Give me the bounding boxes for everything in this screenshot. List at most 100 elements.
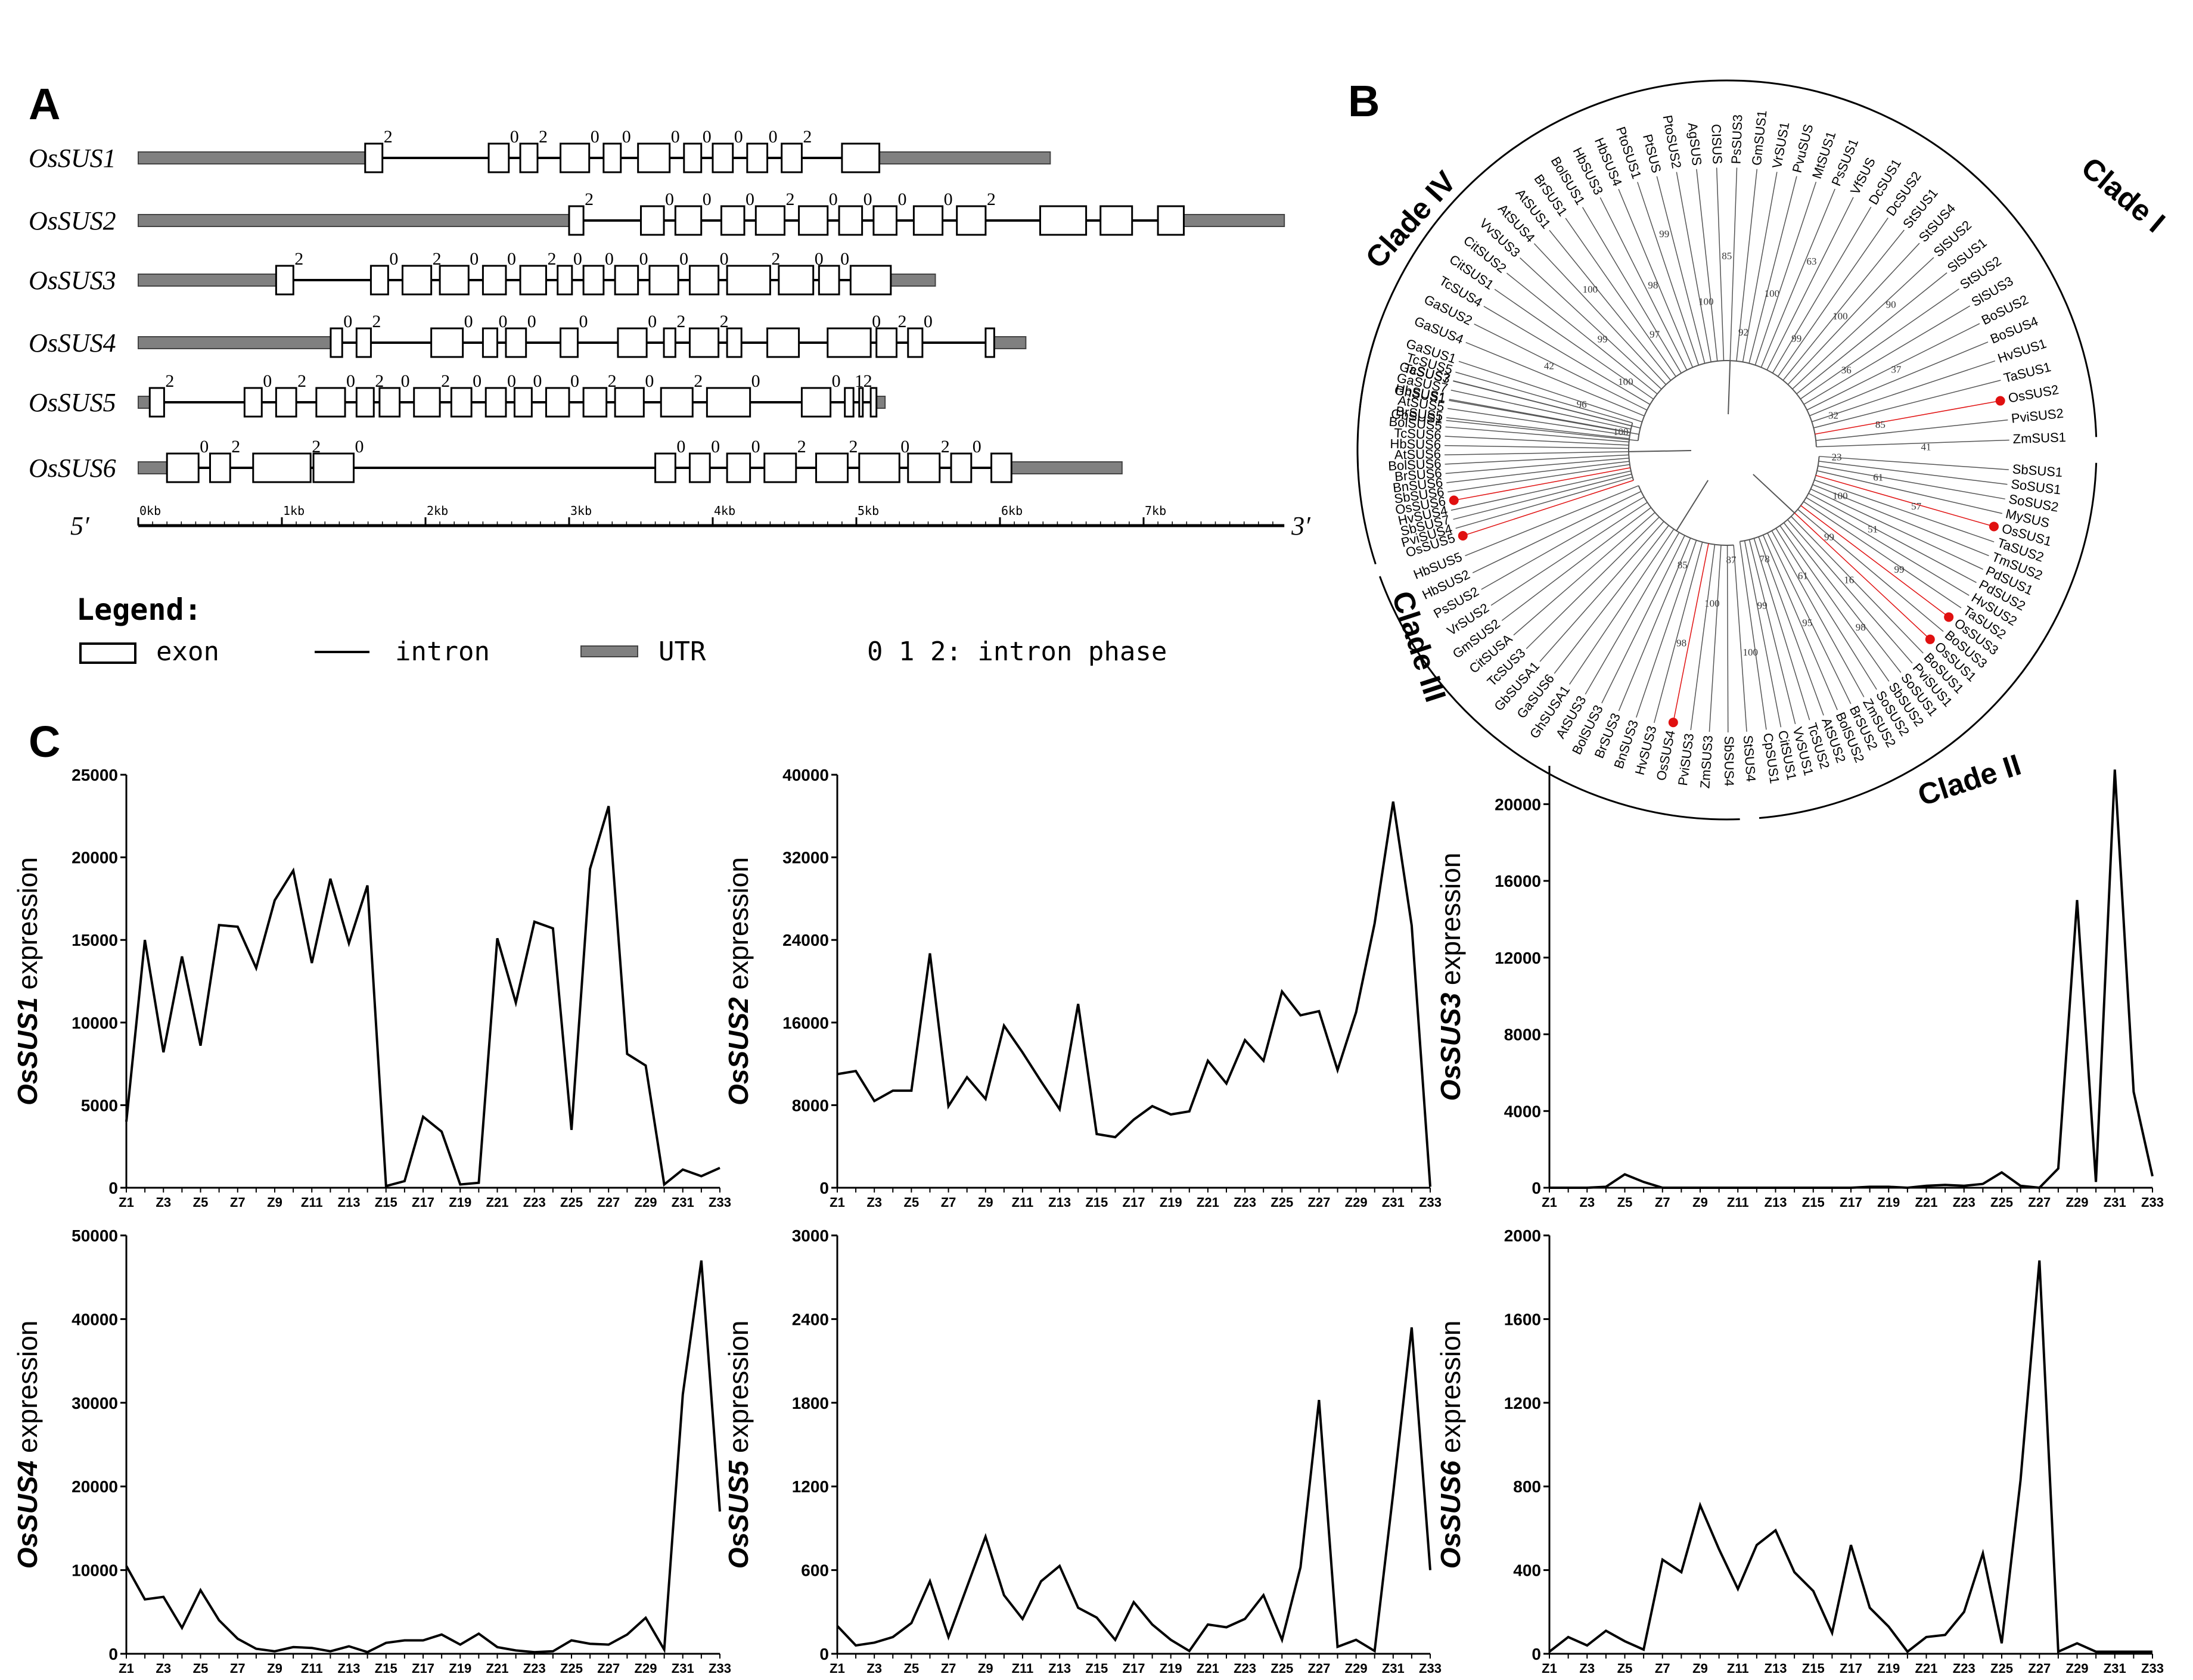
x-tick-label: Z25 — [560, 1661, 583, 1676]
intron-phase-label: 0 — [343, 312, 352, 331]
intron-phase-label: 0 — [676, 437, 685, 457]
tree-branch — [1465, 341, 1645, 417]
bootstrap-value: 98 — [1676, 637, 1686, 648]
tree-branch — [1450, 470, 1631, 511]
y-tick-label: 24000 — [782, 931, 829, 949]
tree-branch — [1445, 436, 1629, 446]
tree-branch — [1818, 465, 2005, 500]
y-axis-label-rest: expression — [723, 1321, 754, 1461]
tree-branch — [1474, 324, 1648, 411]
intron-phase-label: 0 — [639, 249, 648, 269]
x-tick-label: Z21 — [1915, 1195, 1938, 1210]
x-tick-label: Z33 — [709, 1195, 731, 1210]
y-axis-label-rest: expression — [1435, 1321, 1466, 1461]
intron-phase-label: 2 — [786, 190, 795, 209]
tree-branch — [1736, 169, 1758, 361]
intron-phase-label: 0 — [863, 190, 872, 209]
intron-phase-label: 2 — [863, 371, 872, 391]
intron-phase-label: 0 — [751, 437, 760, 457]
x-tick-label: Z5 — [193, 1195, 209, 1210]
bootstrap-value: 16 — [1844, 574, 1854, 585]
x-tick-label: Z27 — [2028, 1195, 2051, 1210]
intron-phase-label: 2 — [941, 437, 950, 457]
exon-box — [712, 142, 734, 173]
y-tick-label: 0 — [108, 1179, 118, 1197]
tree-branch — [1800, 288, 1959, 400]
y-axis-label: OsSUS5 expression — [723, 1321, 754, 1569]
x-tick-label: Z23 — [1953, 1661, 1975, 1676]
x-tick-label: Z15 — [1085, 1661, 1108, 1676]
tree-branch — [1601, 535, 1685, 704]
y-tick-label: 8000 — [1504, 1026, 1541, 1044]
x-tick-label: Z1 — [1542, 1195, 1557, 1210]
tree-branch — [1445, 451, 1629, 456]
bootstrap-value: 97 — [1650, 329, 1660, 340]
x-tick-label: Z31 — [2104, 1661, 2126, 1676]
panel-a-letter: A — [29, 79, 60, 129]
exon-box — [450, 387, 473, 418]
x-tick-label: Z23 — [523, 1661, 546, 1676]
y-axis-label-gene: OsSUS2 — [723, 997, 754, 1105]
exon-box — [778, 265, 815, 296]
gene-structure-legend: Legend: exon intron UTR 0 1 2: intron ph… — [76, 592, 1167, 667]
intron-phase-label: 2 — [294, 249, 303, 269]
exon-box — [827, 327, 872, 358]
intron-phase-label: 0 — [897, 190, 906, 209]
exon-box — [614, 265, 639, 296]
y-tick-label: 12000 — [1495, 949, 1541, 967]
x-tick-label: Z31 — [672, 1195, 694, 1210]
exon-box — [1039, 205, 1088, 236]
y-axis-label-gene: OsSUS6 — [1435, 1460, 1466, 1569]
exon-box — [166, 452, 200, 483]
y-tick-label: 0 — [819, 1645, 829, 1663]
intron-phase-label: 2 — [987, 190, 996, 209]
exon-box — [858, 452, 900, 483]
y-tick-label: 0 — [1532, 1179, 1541, 1197]
bootstrap-value: 61 — [1798, 570, 1808, 581]
clade-label: Clade I — [2075, 151, 2172, 239]
intron-phase-label: 0 — [840, 249, 849, 269]
x-tick-label: Z19 — [1160, 1195, 1182, 1210]
x-tick-label: Z7 — [230, 1661, 246, 1676]
y-axis-label: OsSUS2 expression — [723, 857, 754, 1105]
x-tick-label: Z29 — [2066, 1661, 2089, 1676]
x-tick-label: Z27 — [597, 1195, 620, 1210]
exon-box — [482, 265, 507, 296]
exon-box — [683, 142, 703, 173]
tree-branch — [1506, 272, 1658, 395]
intron-phase-label: 0 — [751, 371, 760, 391]
panel-c-letter: C — [29, 717, 60, 766]
scale-label: 6kb — [1001, 504, 1023, 518]
x-tick-label: Z19 — [449, 1195, 471, 1210]
intron-phase-label: 2 — [694, 371, 703, 391]
tree-branch — [1618, 538, 1691, 712]
intron-phase-label: 0 — [679, 249, 688, 269]
intron-phase-label: 0 — [507, 371, 516, 391]
intron-phase-label: 2 — [539, 127, 548, 147]
bootstrap-value: 100 — [1583, 284, 1598, 295]
intron-phase-label: 0 — [605, 249, 614, 269]
intron-phase-label: 0 — [470, 249, 479, 269]
x-tick-label: Z25 — [1271, 1661, 1293, 1676]
exon-box — [984, 327, 995, 358]
intron-phase-label: 0 — [829, 190, 838, 209]
y-tick-label: 32000 — [782, 849, 829, 867]
intron-phase-label: 2 — [384, 127, 393, 147]
intron-phase-label: 0 — [671, 127, 680, 147]
y-tick-label: 2400 — [792, 1310, 829, 1328]
x-tick-label: Z21 — [1197, 1661, 1219, 1676]
intron-phase-label: 0 — [746, 190, 754, 209]
x-tick-label: Z13 — [1765, 1195, 1787, 1210]
tree-branch — [1447, 408, 1630, 436]
y-tick-label: 20000 — [72, 849, 118, 867]
y-axis-label: OsSUS3 expression — [1435, 853, 1466, 1101]
x-tick-label: Z9 — [267, 1661, 282, 1676]
x-tick-label: Z13 — [1048, 1195, 1071, 1210]
scale-label: 5kb — [858, 504, 879, 518]
y-axis-label-rest: expression — [12, 857, 43, 997]
tree-branch — [1554, 525, 1669, 674]
y-tick-label: 2000 — [1504, 1226, 1541, 1245]
